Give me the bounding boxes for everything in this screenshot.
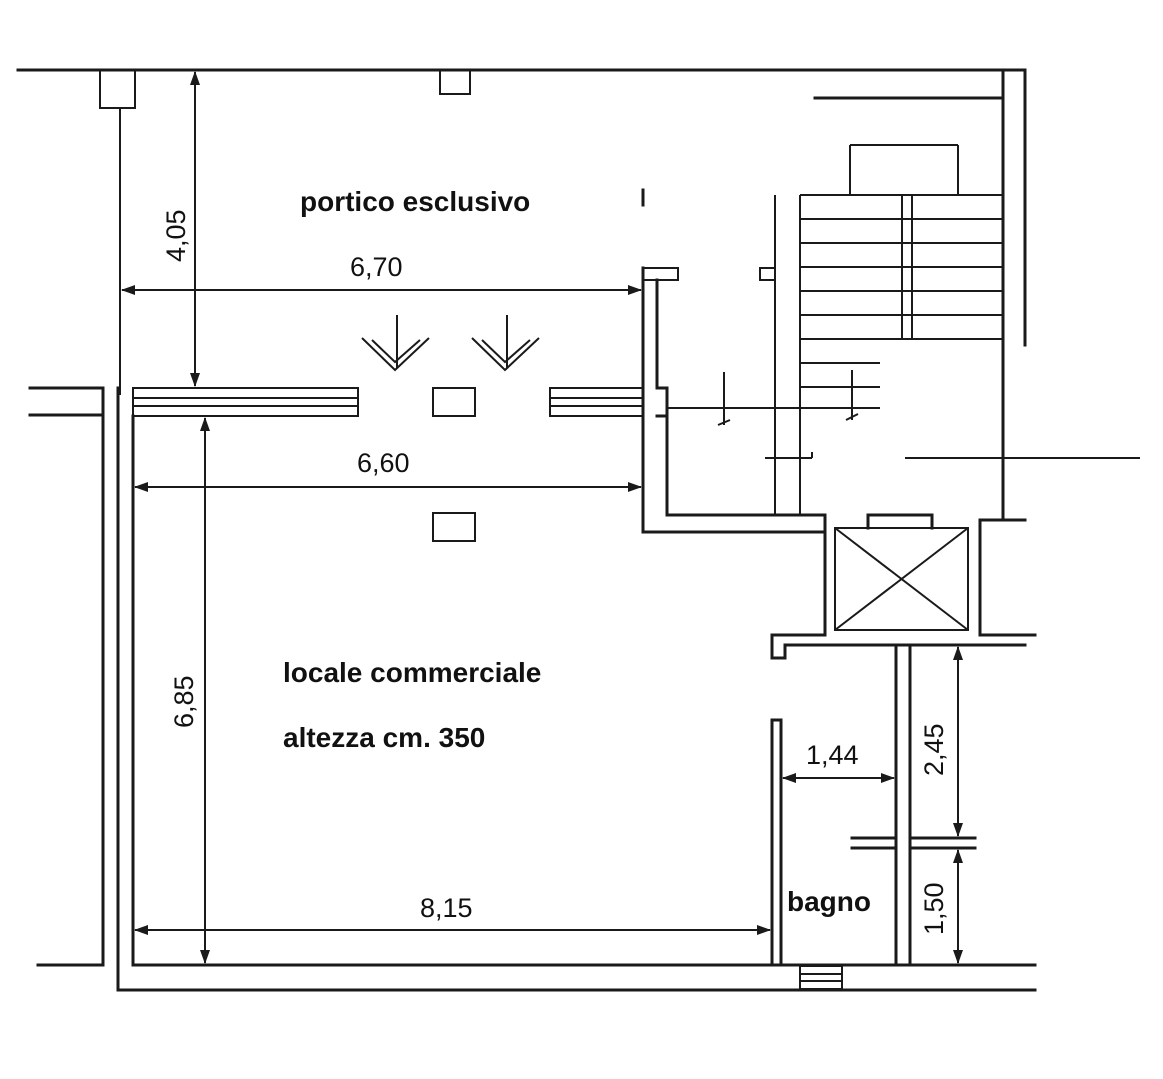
outer-walls <box>16 68 1027 522</box>
bottom-walls <box>116 963 1037 992</box>
dimension-lines <box>121 71 963 964</box>
dim-text-bagno-width: 1,44 <box>806 740 859 770</box>
staircase <box>667 144 1140 515</box>
dim-text-bagno-len: 1,50 <box>919 882 949 935</box>
bagno-walls <box>770 633 1037 967</box>
corridor-walls <box>641 188 1027 637</box>
dim-text-portico-depth: 4,05 <box>161 209 191 262</box>
dim-text-locale-depth: 6,85 <box>169 675 199 728</box>
dim-text-portico-width: 6,70 <box>350 252 403 282</box>
dim-text-corridor-len: 2,45 <box>919 723 949 776</box>
front-wall <box>28 386 644 417</box>
label-locale: locale commerciale <box>283 657 541 688</box>
dim-text-locale-width: 8,15 <box>420 893 473 923</box>
lift-shaft <box>834 527 969 631</box>
entrance-arrows <box>361 315 540 372</box>
left-wall <box>36 386 135 992</box>
label-portico: portico esclusivo <box>300 186 530 217</box>
pillars <box>432 387 476 542</box>
dim-text-entrance-width: 6,60 <box>357 448 410 478</box>
label-altezza: altezza cm. 350 <box>283 722 485 753</box>
label-bagno: bagno <box>787 886 871 917</box>
